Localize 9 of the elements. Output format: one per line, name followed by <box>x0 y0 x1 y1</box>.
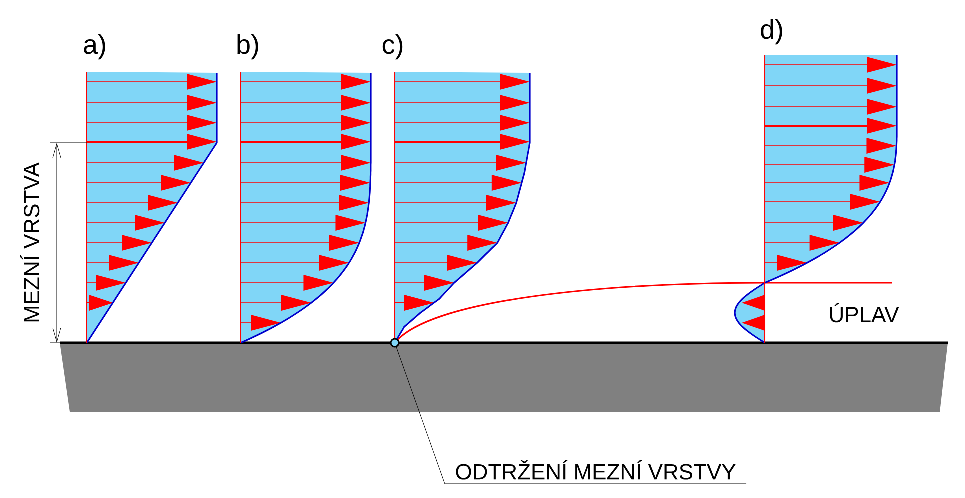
panel-label: a) <box>84 34 106 60</box>
dimension-label: MEZNÍ VRSTVA <box>20 162 40 322</box>
separation-point <box>390 338 400 348</box>
panel-label: b) <box>238 34 258 60</box>
region-label: ÚPLAV <box>830 303 900 323</box>
panel-label: c) <box>382 34 403 60</box>
leader-line <box>396 347 747 484</box>
callout-text: ODTRŽENÍ MEZNÍ VRSTVY <box>456 460 736 480</box>
panel-label: d) <box>761 19 782 45</box>
